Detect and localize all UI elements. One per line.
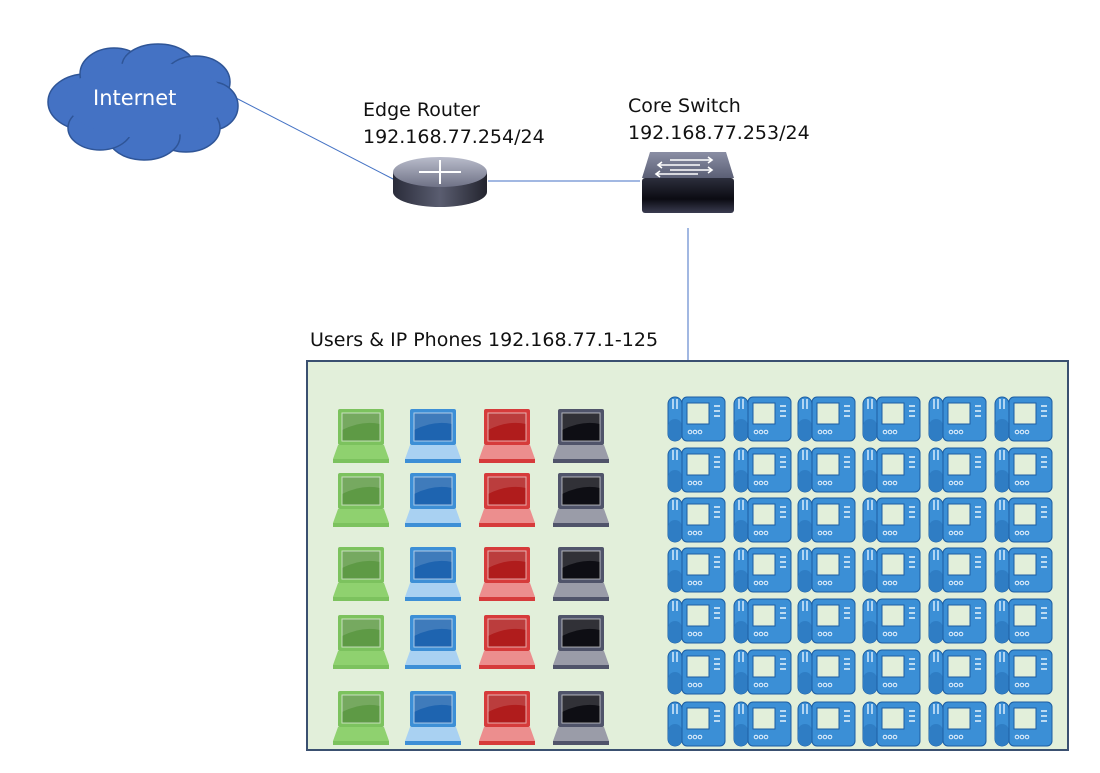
ip-phone-icon[interactable] — [862, 648, 922, 696]
laptop-red-icon[interactable] — [478, 472, 538, 528]
ip-phone-icon[interactable] — [994, 700, 1054, 748]
laptop-green-icon[interactable] — [332, 408, 392, 464]
internet-cloud-icon — [47, 43, 239, 161]
edge-router-ip: 192.168.77.254/24 — [363, 126, 545, 148]
ip-phone-icon[interactable] — [994, 648, 1054, 696]
laptop-red-icon[interactable] — [478, 408, 538, 464]
ip-phone-icon[interactable] — [994, 597, 1054, 645]
ip-phone-icon[interactable] — [862, 700, 922, 748]
ip-phone-icon[interactable] — [733, 648, 793, 696]
ip-phone-icon[interactable] — [733, 446, 793, 494]
laptop-blue-icon[interactable] — [404, 690, 464, 746]
ip-phone-icon[interactable] — [733, 496, 793, 544]
laptop-black-icon[interactable] — [552, 690, 612, 746]
ip-phone-icon[interactable] — [862, 546, 922, 594]
laptop-green-icon[interactable] — [332, 472, 392, 528]
ip-phone-icon[interactable] — [667, 700, 727, 748]
laptop-blue-icon[interactable] — [404, 408, 464, 464]
subnet-label: Users & IP Phones 192.168.77.1-125 — [310, 329, 659, 351]
ip-phone-icon[interactable] — [667, 395, 727, 443]
laptop-green-icon[interactable] — [332, 690, 392, 746]
ip-phone-icon[interactable] — [667, 546, 727, 594]
laptop-red-icon[interactable] — [478, 614, 538, 670]
laptop-red-icon[interactable] — [478, 546, 538, 602]
ip-phone-icon[interactable] — [862, 496, 922, 544]
ip-phone-icon[interactable] — [928, 546, 988, 594]
laptop-green-icon[interactable] — [332, 614, 392, 670]
internet-label: Internet — [93, 86, 177, 110]
ip-phone-icon[interactable] — [862, 446, 922, 494]
ip-phone-icon[interactable] — [797, 496, 857, 544]
core-switch-name: Core Switch — [628, 95, 741, 117]
ip-phone-icon[interactable] — [928, 496, 988, 544]
router-icon[interactable] — [391, 154, 489, 210]
ip-phone-icon[interactable] — [797, 648, 857, 696]
ip-phone-icon[interactable] — [733, 700, 793, 748]
laptop-black-icon[interactable] — [552, 472, 612, 528]
ip-phone-icon[interactable] — [797, 700, 857, 748]
ip-phone-icon[interactable] — [733, 597, 793, 645]
laptop-red-icon[interactable] — [478, 690, 538, 746]
laptop-black-icon[interactable] — [552, 546, 612, 602]
laptop-green-icon[interactable] — [332, 546, 392, 602]
laptop-blue-icon[interactable] — [404, 614, 464, 670]
ip-phone-icon[interactable] — [797, 546, 857, 594]
ip-phone-icon[interactable] — [667, 597, 727, 645]
ip-phone-icon[interactable] — [928, 700, 988, 748]
laptop-black-icon[interactable] — [552, 614, 612, 670]
switch-icon[interactable] — [640, 150, 736, 216]
ip-phone-icon[interactable] — [994, 496, 1054, 544]
ip-phone-icon[interactable] — [994, 395, 1054, 443]
ip-phone-icon[interactable] — [797, 395, 857, 443]
ip-phone-icon[interactable] — [797, 597, 857, 645]
link-internet-router — [235, 97, 396, 181]
ip-phone-icon[interactable] — [928, 648, 988, 696]
laptop-blue-icon[interactable] — [404, 472, 464, 528]
ip-phone-icon[interactable] — [733, 546, 793, 594]
ip-phone-icon[interactable] — [994, 446, 1054, 494]
ip-phone-icon[interactable] — [862, 395, 922, 443]
edge-router-name: Edge Router — [363, 99, 480, 121]
ip-phone-icon[interactable] — [797, 446, 857, 494]
ip-phone-icon[interactable] — [667, 446, 727, 494]
ip-phone-icon[interactable] — [667, 496, 727, 544]
ip-phone-icon[interactable] — [928, 446, 988, 494]
ip-phone-icon[interactable] — [994, 546, 1054, 594]
ip-phone-icon[interactable] — [667, 648, 727, 696]
ip-phone-icon[interactable] — [862, 597, 922, 645]
laptop-blue-icon[interactable] — [404, 546, 464, 602]
ip-phone-icon[interactable] — [928, 597, 988, 645]
core-switch-ip: 192.168.77.253/24 — [628, 122, 810, 144]
laptop-black-icon[interactable] — [552, 408, 612, 464]
ip-phone-icon[interactable] — [928, 395, 988, 443]
ip-phone-icon[interactable] — [733, 395, 793, 443]
